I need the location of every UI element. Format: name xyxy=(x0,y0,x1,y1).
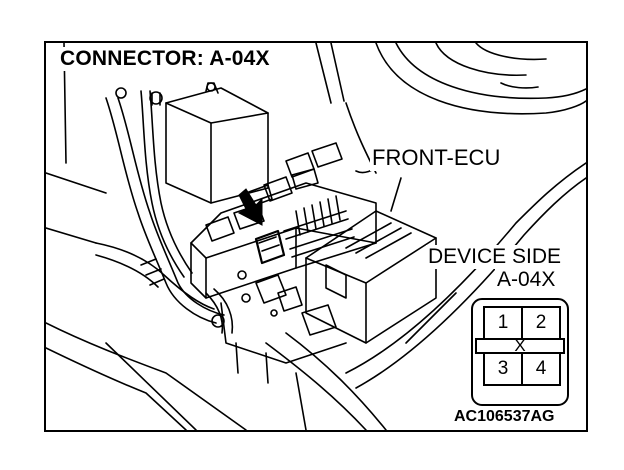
pointer-arrow xyxy=(237,188,263,226)
pin-4: 4 xyxy=(535,358,547,379)
figure-code: AC106537AG xyxy=(454,408,555,425)
diagram-title: CONNECTOR: A-04X xyxy=(60,47,274,71)
diagram-frame: CONNECTOR: A-04X FRONT-ECU DEVICE SIDE A… xyxy=(44,41,588,432)
pin-1: 1 xyxy=(497,312,509,333)
front-ecu-label: FRONT-ECU xyxy=(370,145,503,171)
connector-face-diagram: 1 2 X 3 4 xyxy=(466,293,574,411)
pin-3: 3 xyxy=(497,358,509,379)
device-connector-label: A-04X xyxy=(495,268,558,292)
pin-2: 2 xyxy=(535,312,547,333)
device-side-label: DEVICE SIDE xyxy=(426,245,564,269)
center-x-mark: X xyxy=(514,336,526,355)
